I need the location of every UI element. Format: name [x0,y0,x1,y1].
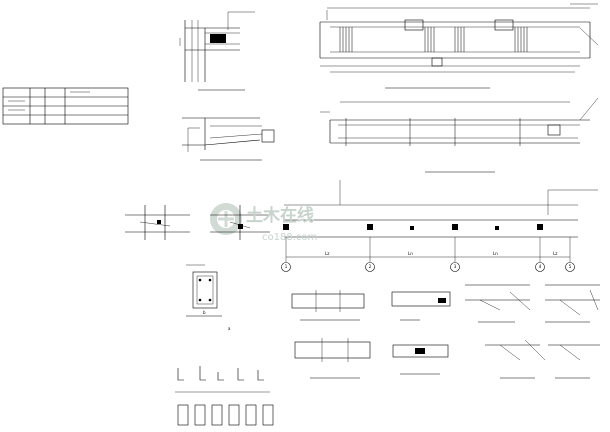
watermark-text: 土木在线 co188.com [246,205,317,243]
axis-label-2: 2 [369,264,372,269]
hook-details [175,366,274,426]
axis-label-4: 4 [539,264,542,269]
span-label-1: Lz [325,251,329,256]
continuous-beam [281,180,598,272]
span-label-2: Ln [408,251,413,256]
watermark-url: co188.com [262,232,317,243]
axis-label-5: 5 [569,264,572,269]
junction-detail [125,205,270,240]
section-mark: b [203,310,206,315]
axis-label-1: 1 [285,264,288,269]
joint-detail-top [179,11,255,91]
detail-row-2 [294,338,600,379]
span-label-4: Lz [553,251,557,256]
beam-elevation-middle [320,97,599,173]
watermark [210,203,242,235]
cantilever-detail [182,117,275,161]
axis-label-3: 3 [454,264,457,269]
beam-elevation-top [319,3,599,89]
watermark-name: 土木在线 [246,205,314,226]
span-label-3: Ln [493,251,498,256]
column-section [186,264,222,317]
rebar-table [2,87,129,125]
detail-row-1 [291,284,600,323]
note-mark: a [228,326,231,331]
axis-labels: 1 2 3 4 5 [285,264,572,269]
span-labels: Lz Ln Ln Lz [325,251,557,256]
